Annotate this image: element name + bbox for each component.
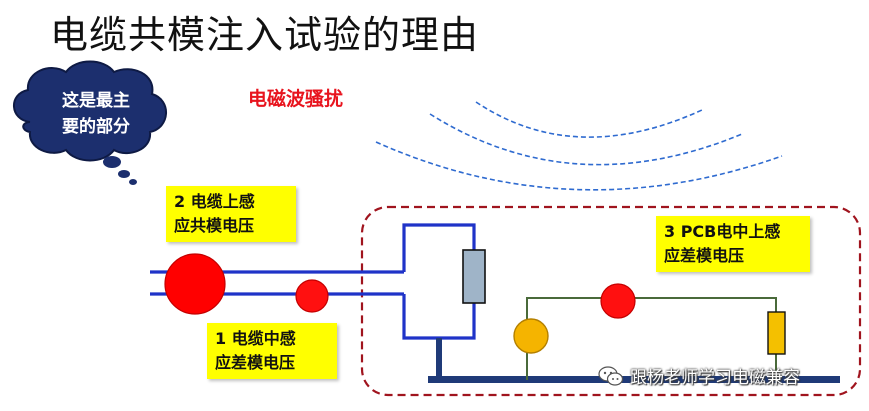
thought-bubble bbox=[13, 60, 167, 185]
ground-bar bbox=[428, 338, 840, 383]
watermark-text: 跟杨老师学习电磁兼容 bbox=[630, 368, 800, 388]
thought-bubble-text: 这是最主 要的部分 bbox=[62, 91, 130, 137]
slide-title: 电缆共模注入试验的理由 bbox=[50, 13, 480, 57]
pcb-source bbox=[513, 318, 549, 354]
common-mode-clamp bbox=[164, 253, 226, 315]
pcb-trace bbox=[526, 297, 777, 380]
pcb-differential-voltage-label: 3 PCB电中上感 应差模电压 bbox=[656, 216, 810, 272]
interference-label: 电磁波骚扰 bbox=[248, 88, 344, 110]
wechat-icon bbox=[598, 365, 624, 386]
pcb-trace-injection bbox=[600, 283, 636, 319]
pcb-load-resistor bbox=[767, 311, 786, 355]
differential-mode-clamp bbox=[295, 279, 329, 313]
differential-mode-voltage-label: 1 电缆中感 应差模电压 bbox=[207, 323, 337, 379]
common-mode-voltage-label: 2 电缆上感 应共模电压 bbox=[166, 186, 296, 242]
cable-load-resistor bbox=[462, 249, 486, 304]
pcb-enclosure bbox=[360, 205, 862, 397]
em-waves bbox=[375, 101, 783, 191]
watermark: 跟杨老师学习电磁兼容 bbox=[598, 363, 800, 388]
